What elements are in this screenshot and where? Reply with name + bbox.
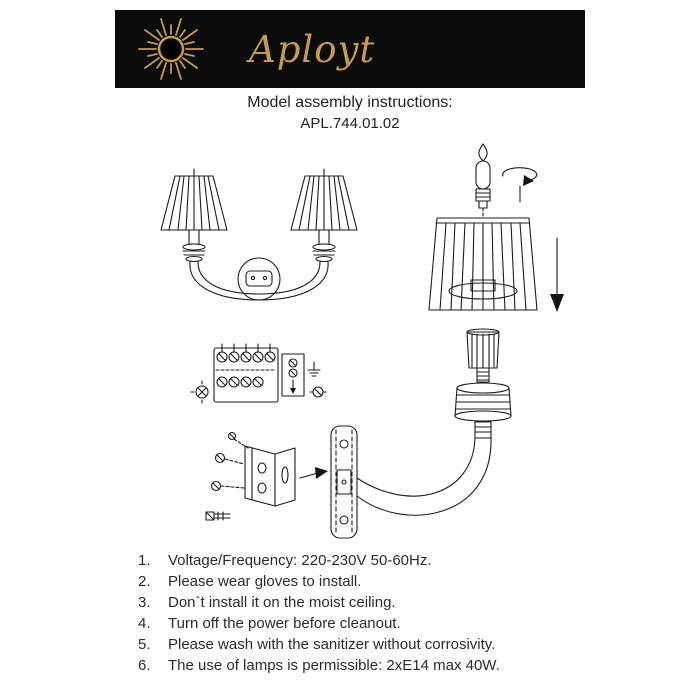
down-arrow-icon (550, 237, 564, 312)
instruction-item: 4. Turn off the power before cleanout. (138, 615, 500, 633)
instruction-number: 3. (138, 594, 151, 611)
ground-symbol-icon (307, 361, 321, 377)
title-block: Model assembly instructions: APL.744.01.… (0, 94, 700, 132)
instruction-number: 1. (138, 552, 151, 569)
instruction-text: Voltage/Frequency: 220-230V 50-60Hz. (168, 552, 432, 569)
mounting-bracket-detail-drawing (205, 431, 328, 521)
terminal-wiring-diagram (190, 343, 327, 404)
instruction-text: The use of lamps is permissible: 2xE14 m… (168, 657, 500, 674)
instruction-item: 1. Voltage/Frequency: 220-230V 50-60Hz. (138, 552, 500, 570)
brand-banner: Aployt (115, 10, 585, 88)
model-number: APL.744.01.02 (300, 115, 400, 132)
instruction-item: 2. Please wear gloves to install. (138, 573, 500, 591)
right-arrow-icon (299, 467, 328, 479)
bolt-icon (205, 511, 231, 521)
instruction-text: Turn off the power before cleanout. (168, 615, 401, 632)
instruction-number: 2. (138, 573, 151, 590)
brand-name: Aployt (249, 27, 376, 71)
instruction-list: 1. Voltage/Frequency: 220-230V 50-60Hz. … (138, 552, 500, 678)
sunburst-logo-icon (138, 18, 204, 80)
instruction-item: 6. The use of lamps is permissible: 2xE1… (138, 657, 500, 675)
arm-socket-exploded-drawing (330, 328, 512, 539)
rotation-arrow-icon (502, 167, 538, 203)
wall-plate-drawing (330, 425, 358, 539)
instruction-item: 5. Please wash with the sanitizer withou… (138, 636, 500, 654)
lampshade-installation-drawing (428, 143, 564, 312)
instruction-text: Please wear gloves to install. (168, 573, 362, 590)
lamp-symbol-icon (190, 380, 209, 404)
instruction-number: 6. (138, 657, 151, 674)
screw-icon (210, 431, 249, 492)
instruction-item: 3. Don`t install it on the moist ceiling… (138, 594, 500, 612)
sconce-front-view-drawing (160, 168, 358, 301)
instruction-number: 5. (138, 636, 151, 653)
instruction-number: 4. (138, 615, 151, 632)
instruction-text: Please wash with the sanitizer without c… (168, 636, 496, 653)
instruction-text: Don`t install it on the moist ceiling. (168, 594, 396, 611)
page-title: Model assembly instructions: (247, 94, 453, 111)
